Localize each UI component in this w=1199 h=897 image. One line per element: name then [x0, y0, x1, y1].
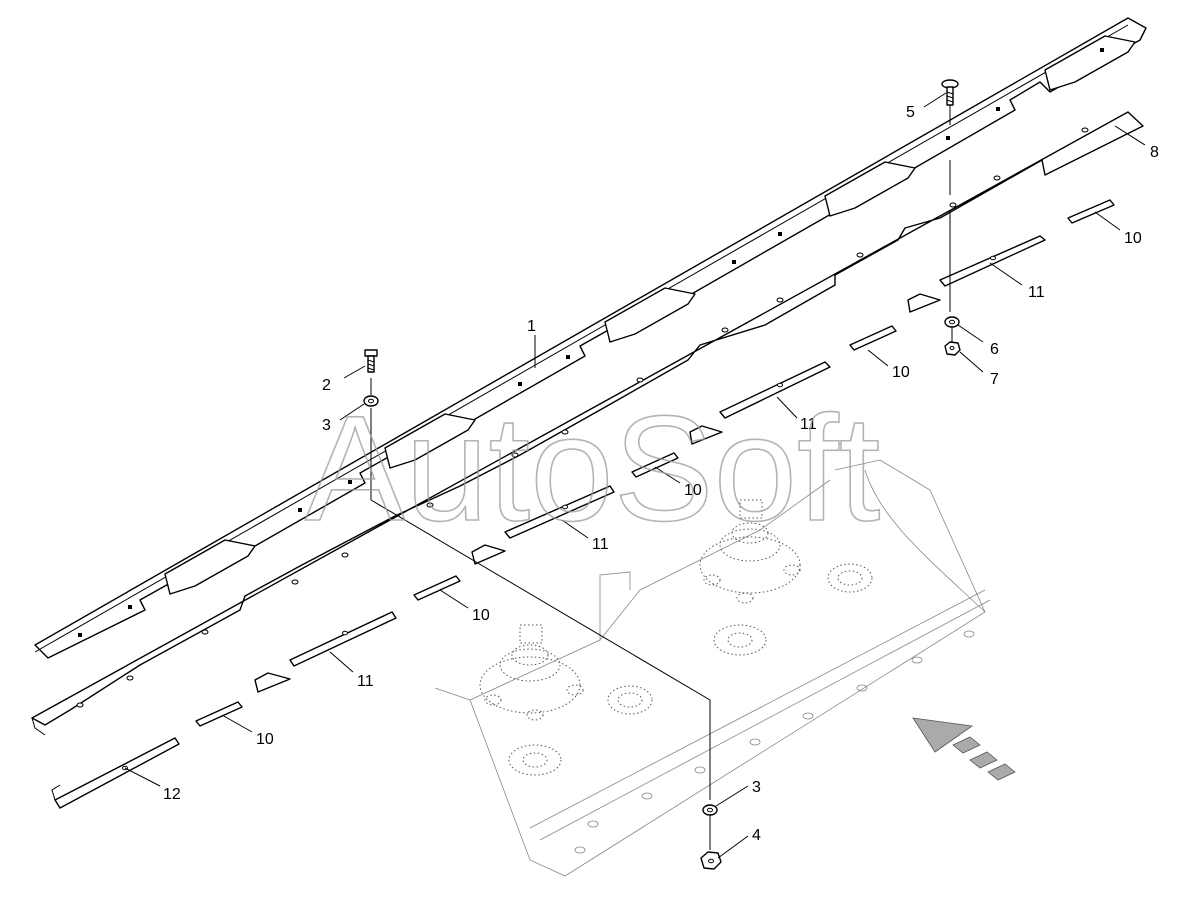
callout-11-a: 11: [1028, 284, 1045, 301]
fasteners: [363, 79, 961, 870]
nut-7: [944, 341, 961, 356]
gearbox-right: [699, 499, 873, 656]
callout-8: 8: [1150, 144, 1159, 161]
part-8-support-plate: [31, 111, 1144, 736]
rivets: [78, 48, 1104, 637]
callout-10-b: 10: [892, 364, 910, 381]
bolt-2: [364, 349, 378, 373]
callout-5: 5: [906, 104, 915, 121]
callout-1: 1: [527, 318, 536, 335]
callout-11-d: 11: [357, 673, 374, 690]
gearbox-left: [479, 624, 653, 776]
callout-10-e: 10: [256, 731, 274, 748]
callout-10-a: 10: [1124, 230, 1142, 247]
part-1-knife-bar: [34, 17, 1147, 659]
callout-4: 4: [752, 827, 761, 844]
callout-11-c: 11: [592, 536, 609, 553]
callout-11-b: 11: [800, 416, 817, 433]
travel-direction-arrow-icon: [912, 717, 1016, 781]
callout-2: 2: [322, 377, 331, 394]
bolt-5: [941, 79, 959, 106]
leader-lines: [124, 92, 1146, 859]
part-10-clips: [195, 199, 1115, 727]
callout-6: 6: [990, 341, 999, 358]
callout-10-d: 10: [472, 607, 490, 624]
callout-7: 7: [990, 371, 999, 388]
guard-teeth: [164, 35, 1136, 595]
callout-3-bottom: 3: [752, 779, 761, 796]
part-11-wear-strips: [254, 235, 1046, 693]
cutter-bed-background: [434, 459, 991, 877]
watermark: AutoSoft: [305, 384, 880, 552]
callout-3-top: 3: [322, 417, 331, 434]
nut-4: [700, 851, 722, 870]
part-12-end-strip: [51, 737, 180, 809]
bed-holes: [574, 630, 975, 854]
plate-holes: [76, 127, 1089, 708]
callout-labels: 1 2 3 3 4 5 6 7 8 10 10 10 10 10 11 11 1…: [163, 104, 1159, 844]
callout-10-c: 10: [684, 482, 702, 499]
callout-12: 12: [163, 786, 181, 803]
